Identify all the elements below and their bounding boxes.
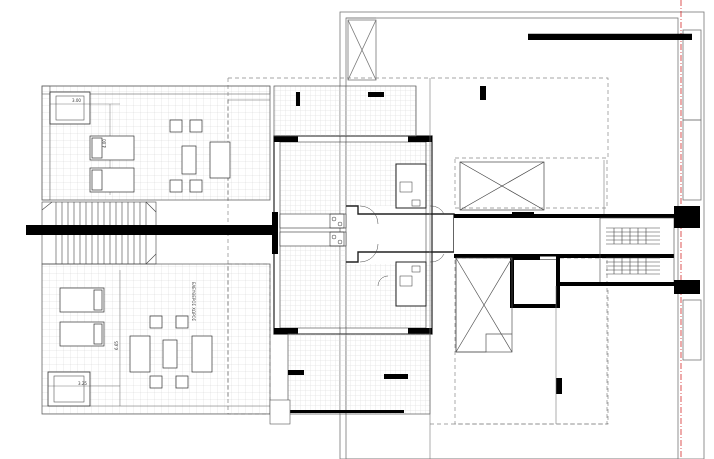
dim-top-terrace-depth: 4.00 <box>102 139 107 148</box>
sunbeds-top <box>89 135 135 193</box>
lift-shaft <box>510 256 560 308</box>
dim-pool-bottom-width: 3.25 <box>78 381 87 386</box>
light-well-bottom <box>455 257 513 353</box>
dim-pool-top-width: 3.00 <box>72 98 81 103</box>
dimension-annotations: 3.00 4.00 6.65 3.25 ΕΛΕΥΘΕΡΟΣ ΧΩΡΟΣ <box>72 98 196 386</box>
central-apartment <box>272 135 455 335</box>
right-stair <box>599 217 675 285</box>
pool-bottom <box>47 371 120 407</box>
dining-set-bottom <box>129 315 213 389</box>
pool-top <box>49 91 120 195</box>
lower-balcony <box>269 333 562 425</box>
section-wall-right-top <box>674 206 700 228</box>
upper-balcony <box>273 33 692 137</box>
terrace-vertical-label: ΕΛΕΥΘΕΡΟΣ ΧΩΡΟΣ <box>191 282 196 322</box>
dim-bottom-terrace-depth: 6.65 <box>114 341 119 350</box>
section-wall-left <box>26 225 278 235</box>
dining-set-top <box>169 119 231 193</box>
light-well-top <box>459 161 545 211</box>
right-area-lines <box>415 78 605 459</box>
section-wall-right-bottom <box>674 280 700 294</box>
beam-right <box>556 282 674 286</box>
sunbeds-bottom <box>59 287 105 347</box>
